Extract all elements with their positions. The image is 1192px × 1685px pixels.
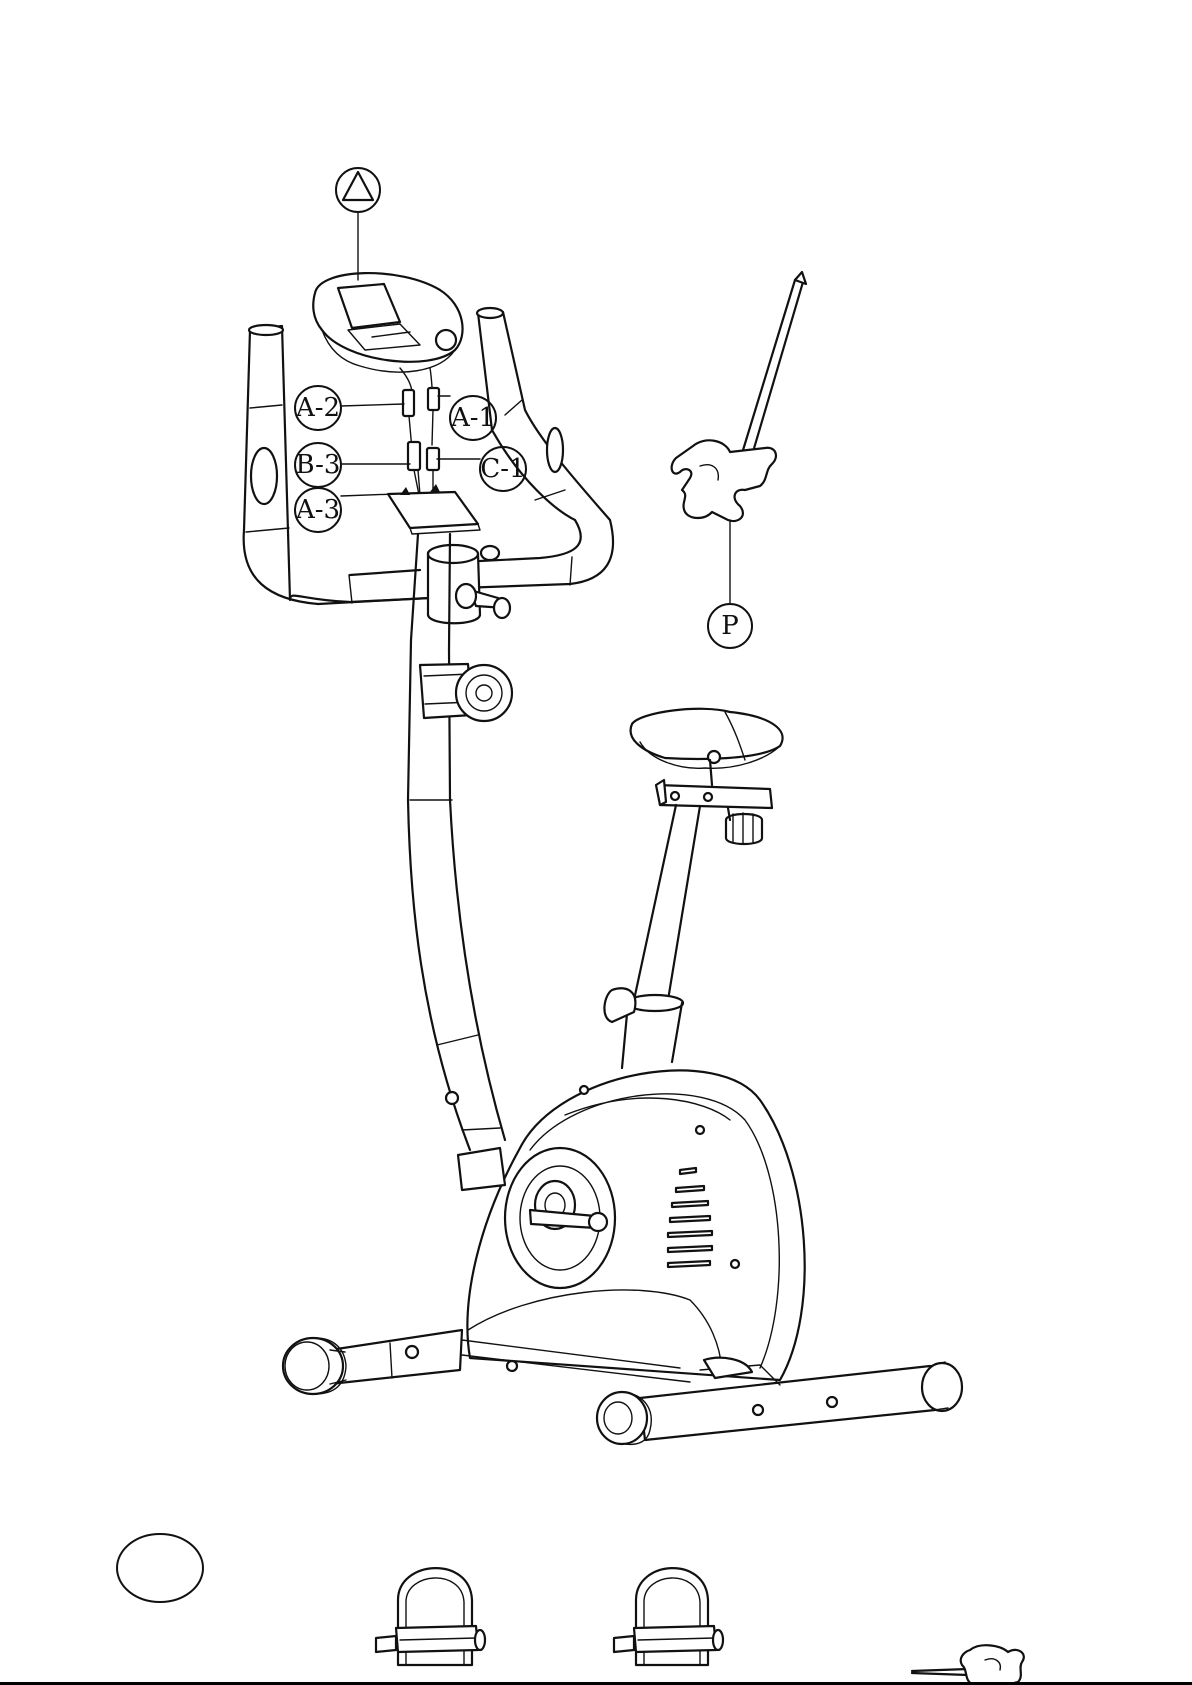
handlebar-clamp [428, 545, 510, 623]
flywheel-housing [458, 1070, 805, 1382]
console-bracket [388, 484, 480, 534]
callout-a-3: A-3 [295, 488, 395, 532]
left-pedal [376, 1568, 485, 1665]
callout-c-1: C-1 [437, 447, 526, 491]
callout-b-3: B-3 [295, 443, 410, 487]
seat [631, 709, 783, 844]
svg-text:B-3: B-3 [296, 450, 341, 480]
console-unit [313, 273, 462, 372]
callout-a-2: A-2 [295, 386, 404, 430]
svg-text:P: P [721, 611, 739, 641]
svg-text:A-3: A-3 [295, 495, 340, 525]
wrench-tool-small [912, 1645, 1024, 1684]
callout-p: P [708, 520, 752, 648]
page-number-circle [117, 1534, 203, 1602]
tension-knob [420, 664, 512, 721]
right-pedal [614, 1568, 723, 1665]
callout-a [336, 168, 380, 280]
wrench-tool [672, 272, 806, 521]
main-frame-tube [408, 534, 505, 1150]
callout-a-1: A-1 [438, 396, 496, 440]
seat-post [604, 805, 700, 1068]
svg-text:A-2: A-2 [295, 393, 340, 423]
